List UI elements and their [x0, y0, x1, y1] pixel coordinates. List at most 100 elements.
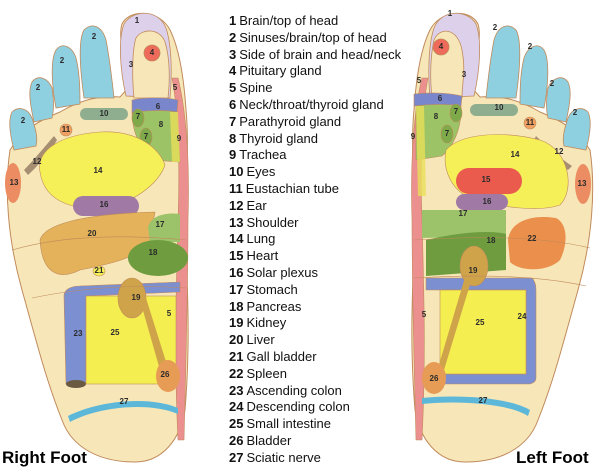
- zone-number-label: 7: [144, 132, 149, 141]
- zone-number-label: 10: [100, 109, 109, 118]
- zone-number-label: 27: [479, 396, 488, 405]
- legend-text: Pancreas: [246, 298, 302, 314]
- legend-text: Liver: [246, 332, 275, 348]
- legend-number: 15: [229, 248, 244, 264]
- trachea: [170, 112, 180, 162]
- heart: [456, 168, 522, 194]
- legend-number: 14: [229, 231, 244, 247]
- zone-number-label: 5: [422, 310, 427, 319]
- solar-plexus: [73, 196, 139, 216]
- sciatic-nerve: [422, 396, 530, 416]
- legend-number: 6: [229, 96, 237, 112]
- stomach: [148, 213, 180, 242]
- legend-text: Neck/throat/thyroid gland: [239, 96, 384, 112]
- zone-number-label: 23: [74, 329, 83, 338]
- zone-number-label: 15: [482, 175, 491, 184]
- zone-number-label: 17: [156, 220, 165, 229]
- sciatic-nerve: [68, 401, 178, 422]
- legend-text: Eyes: [246, 164, 276, 180]
- zone-number-label: 25: [476, 318, 485, 327]
- legend-text: Stomach: [246, 281, 298, 297]
- bladder: [422, 362, 446, 394]
- legend-number: 23: [229, 382, 244, 398]
- zone-number-label: 9: [177, 134, 182, 143]
- zone-number-label: 2: [550, 79, 555, 88]
- legend-number: 21: [229, 348, 244, 364]
- zone-number-label: 1: [135, 16, 140, 25]
- zone-number-label: 21: [95, 266, 104, 275]
- legend-number: 11: [229, 180, 243, 196]
- toe-5: [562, 108, 591, 151]
- zone-number-label: 9: [411, 132, 416, 141]
- legend-number: 19: [229, 315, 244, 331]
- zone-number-label: 2: [92, 32, 97, 41]
- zone-number-label: 2: [21, 116, 26, 125]
- zone-number-label: 8: [434, 112, 439, 121]
- zone-number-label: 19: [132, 293, 141, 302]
- shoulder: [5, 163, 21, 203]
- ear: [24, 136, 57, 175]
- zone-number-label: 1: [448, 9, 453, 18]
- pancreas: [128, 240, 188, 276]
- zone-number-label: 12: [33, 157, 42, 166]
- toe-4: [29, 77, 54, 123]
- zone-number-label: 6: [156, 102, 161, 111]
- zone-number-label: 3: [129, 60, 134, 69]
- zone-number-label: 5: [173, 83, 178, 92]
- zone-line: [413, 275, 587, 287]
- big-toe-inner: [132, 30, 170, 99]
- legend-text: Gall bladder: [246, 348, 317, 364]
- zone-number-label: 11: [526, 118, 535, 127]
- zone-number-label: 24: [518, 312, 527, 321]
- legend-number: 20: [229, 332, 244, 348]
- eyes: [80, 108, 128, 120]
- gall-bladder: [92, 265, 106, 277]
- legend-text: Brain/top of head: [239, 13, 339, 28]
- zone-number-label: 17: [459, 209, 468, 218]
- zone-number-label: 27: [120, 397, 129, 406]
- stomach: [422, 210, 506, 238]
- toe-2: [79, 25, 115, 99]
- zone-number-label: 6: [438, 94, 443, 103]
- eyes: [470, 104, 518, 116]
- legend-text: Pituitary gland: [239, 63, 322, 79]
- zone-number-label: 26: [430, 374, 439, 383]
- zone-number-label: 2: [573, 108, 578, 117]
- legend-text: Sinuses/brain/top of head: [239, 29, 387, 45]
- legend-number: 16: [229, 264, 244, 280]
- toe-4: [546, 77, 571, 123]
- legend-text: Bladder: [246, 432, 292, 448]
- zone-number-label: 7: [454, 107, 459, 116]
- legend-number: 3: [229, 46, 237, 62]
- zone-number-label: 26: [161, 370, 170, 379]
- zone-number-label: 16: [483, 197, 492, 206]
- parathyroid-upper: [449, 103, 463, 123]
- legend-number: 13: [229, 214, 244, 230]
- legend-number: 9: [229, 147, 237, 163]
- legend-text: Shoulder: [246, 214, 299, 230]
- zone-number-label: 10: [495, 103, 504, 112]
- legend-text: Ascending colon: [246, 382, 342, 398]
- ureter: [438, 274, 472, 370]
- legend-text: Sciatic nerve: [246, 449, 321, 465]
- legend-number: 26: [229, 432, 244, 448]
- eustachian-tube: [59, 123, 73, 137]
